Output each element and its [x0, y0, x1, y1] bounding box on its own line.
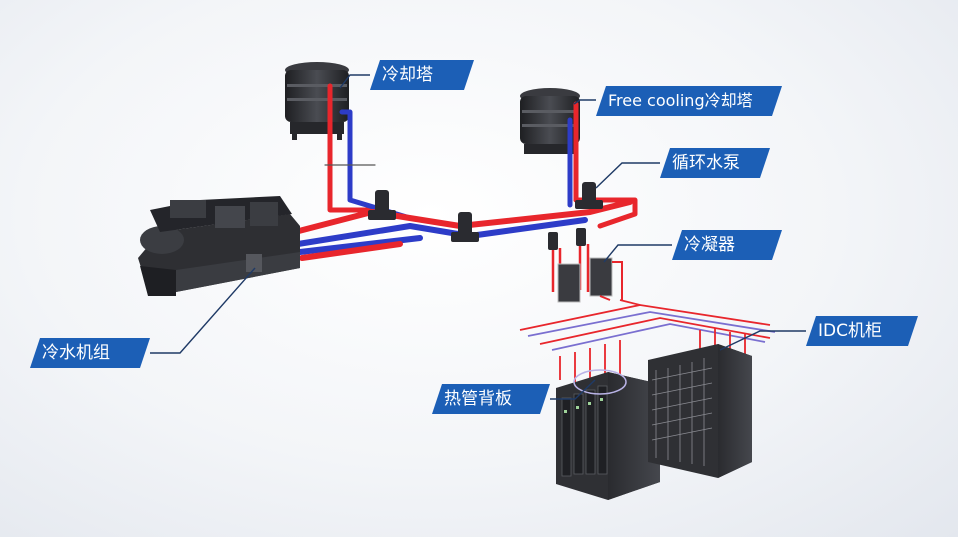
- free-cooling-pipes: [567, 101, 638, 229]
- free-cooling-tower: [520, 88, 580, 154]
- heat-pipe-backplane-label: 热管背板: [432, 384, 550, 414]
- chiller-unit-label: 冷水机组: [30, 338, 150, 368]
- free-cooling-tower-label: Free cooling冷却塔: [596, 86, 782, 116]
- cooling-tower: [285, 62, 349, 140]
- chiller-unit: [138, 196, 300, 296]
- circulation-pump-label: 循环水泵: [660, 148, 770, 178]
- idc-cabinet: [648, 344, 752, 478]
- heat-pipe-backplane-cabinet: [556, 369, 660, 500]
- valves: [548, 228, 586, 250]
- cooling-tower-label: 冷却塔: [370, 60, 474, 90]
- idc-cabinet-label: IDC机柜: [806, 316, 918, 346]
- leader-lines: [150, 74, 806, 400]
- condenser-label: 冷凝器: [672, 230, 782, 260]
- heat-pipe-network: [519, 295, 776, 388]
- pump-valve: [368, 182, 603, 242]
- condenser-units: [551, 244, 623, 303]
